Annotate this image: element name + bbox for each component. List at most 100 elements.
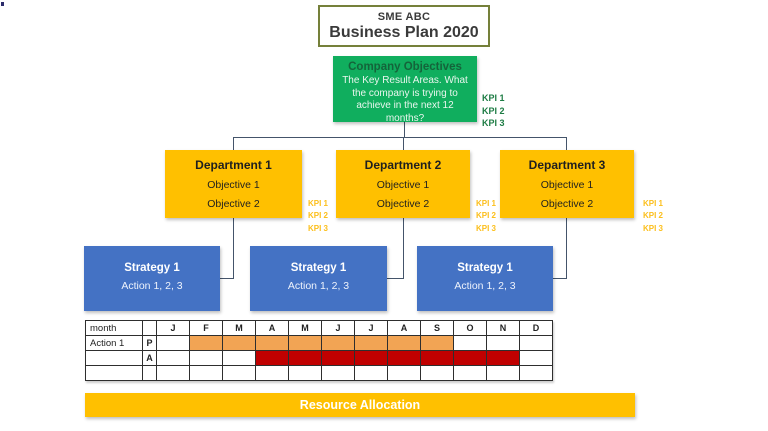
gantt-empty-cell (519, 365, 553, 381)
company-kpi-list: KPI 1 KPI 2 KPI 3 (482, 92, 505, 130)
gantt-empty-cell (420, 365, 454, 381)
gantt-empty-cell (486, 335, 520, 351)
kpi-item: KPI 2 (482, 105, 505, 116)
connector-line (553, 278, 567, 279)
gantt-bar-cell (387, 335, 421, 351)
page-title: Business Plan 2020 (329, 24, 479, 41)
gantt-row-label-cell: Action 1 (85, 335, 143, 351)
gantt-bar-cell (420, 335, 454, 351)
department-objective: Objective 1 (207, 179, 260, 191)
gantt-bar-cell (255, 350, 289, 366)
gantt-empty-cell (156, 335, 190, 351)
connector-line (233, 137, 234, 150)
gantt-month-header-cell: S (420, 320, 454, 336)
department-3-kpi-list: KPI 1 KPI 2 KPI 3 (643, 198, 663, 235)
kpi-item: KPI 3 (643, 223, 664, 233)
gantt-corner-cell: month (85, 320, 143, 336)
gantt-empty-cell (519, 350, 553, 366)
gantt-bar-cell (288, 350, 322, 366)
gantt-bar-cell (222, 335, 256, 351)
strategy-title: Strategy 1 (124, 262, 180, 274)
gantt-empty-cell (453, 335, 487, 351)
gantt-row-tag-cell (142, 365, 157, 381)
gantt-empty-cell (189, 365, 223, 381)
gantt-bar-cell (189, 335, 223, 351)
gantt-empty-cell (222, 365, 256, 381)
gantt-empty-cell (486, 365, 520, 381)
kpi-item: KPI 3 (308, 223, 329, 233)
company-name: SME ABC (377, 11, 431, 23)
department-objective: Objective 2 (207, 198, 260, 210)
strategy-2-box: Strategy 1 Action 1, 2, 3 (250, 246, 387, 311)
department-1-box: Department 1 Objective 1 Objective 2 (165, 150, 302, 218)
gantt-month-header-cell: A (255, 320, 289, 336)
gantt-bar-cell (453, 350, 487, 366)
connector-line (220, 278, 234, 279)
gantt-empty-cell (156, 365, 190, 381)
gantt-month-header-cell: F (189, 320, 223, 336)
department-title: Department 2 (364, 158, 442, 172)
kpi-item: KPI 3 (482, 118, 505, 128)
connector-line (566, 218, 567, 279)
gantt-bar-cell (420, 350, 454, 366)
kpi-item: KPI 1 (482, 93, 505, 103)
gantt-bar-cell (288, 335, 322, 351)
gantt-bar-cell (354, 335, 388, 351)
company-objectives-title: Company Objectives (348, 61, 462, 73)
gantt-empty-cell (288, 365, 322, 381)
gantt-month-header-cell: M (222, 320, 256, 336)
strategy-title: Strategy 1 (457, 262, 513, 274)
strategy-actions: Action 1, 2, 3 (121, 280, 183, 292)
gantt-empty-cell (321, 365, 355, 381)
strategy-3-box: Strategy 1 Action 1, 2, 3 (417, 246, 553, 311)
gantt-tag-header-cell (142, 320, 157, 336)
gantt-month-header-cell: O (453, 320, 487, 336)
company-objectives-description: The Key Result Areas. What the company i… (342, 75, 468, 124)
kpi-item: KPI 1 (476, 199, 497, 208)
department-2-box: Department 2 Objective 1 Objective 2 (336, 150, 470, 218)
gantt-bar-cell (321, 350, 355, 366)
kpi-item: KPI 3 (476, 223, 497, 233)
strategy-1-box: Strategy 1 Action 1, 2, 3 (84, 246, 220, 311)
department-title: Department 3 (528, 158, 606, 172)
gantt-bar-cell (486, 350, 520, 366)
gantt-month-header-cell: J (156, 320, 190, 336)
gantt-month-header-cell: A (387, 320, 421, 336)
kpi-item: KPI 1 (308, 199, 329, 208)
strategy-title: Strategy 1 (290, 262, 347, 274)
gantt-empty-cell (387, 365, 421, 381)
gantt-empty-cell (453, 365, 487, 381)
gantt-row-tag-cell: P (142, 335, 157, 351)
gantt-row-label-cell (85, 365, 143, 381)
gantt-bar-cell (387, 350, 421, 366)
resource-allocation-bar: Resource Allocation (85, 393, 635, 417)
gantt-month-header-cell: M (288, 320, 322, 336)
department-objective: Objective 1 (376, 179, 430, 191)
gantt-month-header-cell: J (321, 320, 355, 336)
kpi-item: KPI 2 (643, 211, 664, 221)
connector-line (387, 278, 404, 279)
connector-line (403, 218, 404, 279)
kpi-item: KPI 1 (643, 199, 664, 208)
connector-line (233, 137, 567, 138)
gantt-bar-cell (321, 335, 355, 351)
department-title: Department 1 (195, 158, 272, 172)
plan-title-box: SME ABC Business Plan 2020 (318, 5, 490, 47)
company-objectives-box: Company Objectives The Key Result Areas.… (333, 56, 477, 124)
gantt-row-label-cell (85, 350, 143, 366)
connector-line (566, 137, 567, 150)
kpi-item: KPI 2 (476, 211, 497, 221)
gantt-empty-cell (519, 335, 553, 351)
kpi-item: KPI 2 (308, 211, 329, 221)
department-2-kpi-list: KPI 1 KPI 2 KPI 3 (476, 198, 496, 235)
gantt-row (85, 365, 553, 381)
department-objective: Objective 2 (540, 198, 594, 210)
gantt-empty-cell (255, 365, 289, 381)
strategy-actions: Action 1, 2, 3 (454, 280, 516, 292)
connector-line (233, 218, 234, 279)
department-objective: Objective 2 (376, 198, 430, 210)
gantt-month-header-cell: J (354, 320, 388, 336)
